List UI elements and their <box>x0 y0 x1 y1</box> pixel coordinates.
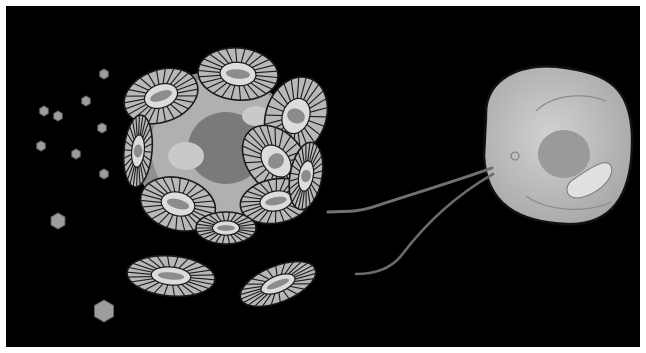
loose-coccolith <box>125 252 216 300</box>
virus-particle <box>95 300 114 322</box>
cell-organelle <box>168 142 204 170</box>
naked-cell-nucleus <box>538 130 590 178</box>
virus-particle <box>40 106 49 116</box>
virus-particle <box>100 169 109 179</box>
naked-flagellated-cell <box>328 66 632 274</box>
loose-coccoliths <box>125 252 321 315</box>
virus-particle <box>37 141 46 151</box>
virus-particles <box>37 69 114 322</box>
virus-particle <box>98 123 107 133</box>
virus-particle <box>82 96 91 106</box>
loose-coccolith <box>234 252 322 315</box>
illustration-svg <box>6 6 640 347</box>
virus-particle <box>100 69 109 79</box>
illustration-canvas <box>6 6 640 347</box>
virus-particle <box>72 149 81 159</box>
coccolith-plate <box>196 212 256 244</box>
virus-particle <box>51 213 65 229</box>
virus-particle <box>54 111 63 121</box>
